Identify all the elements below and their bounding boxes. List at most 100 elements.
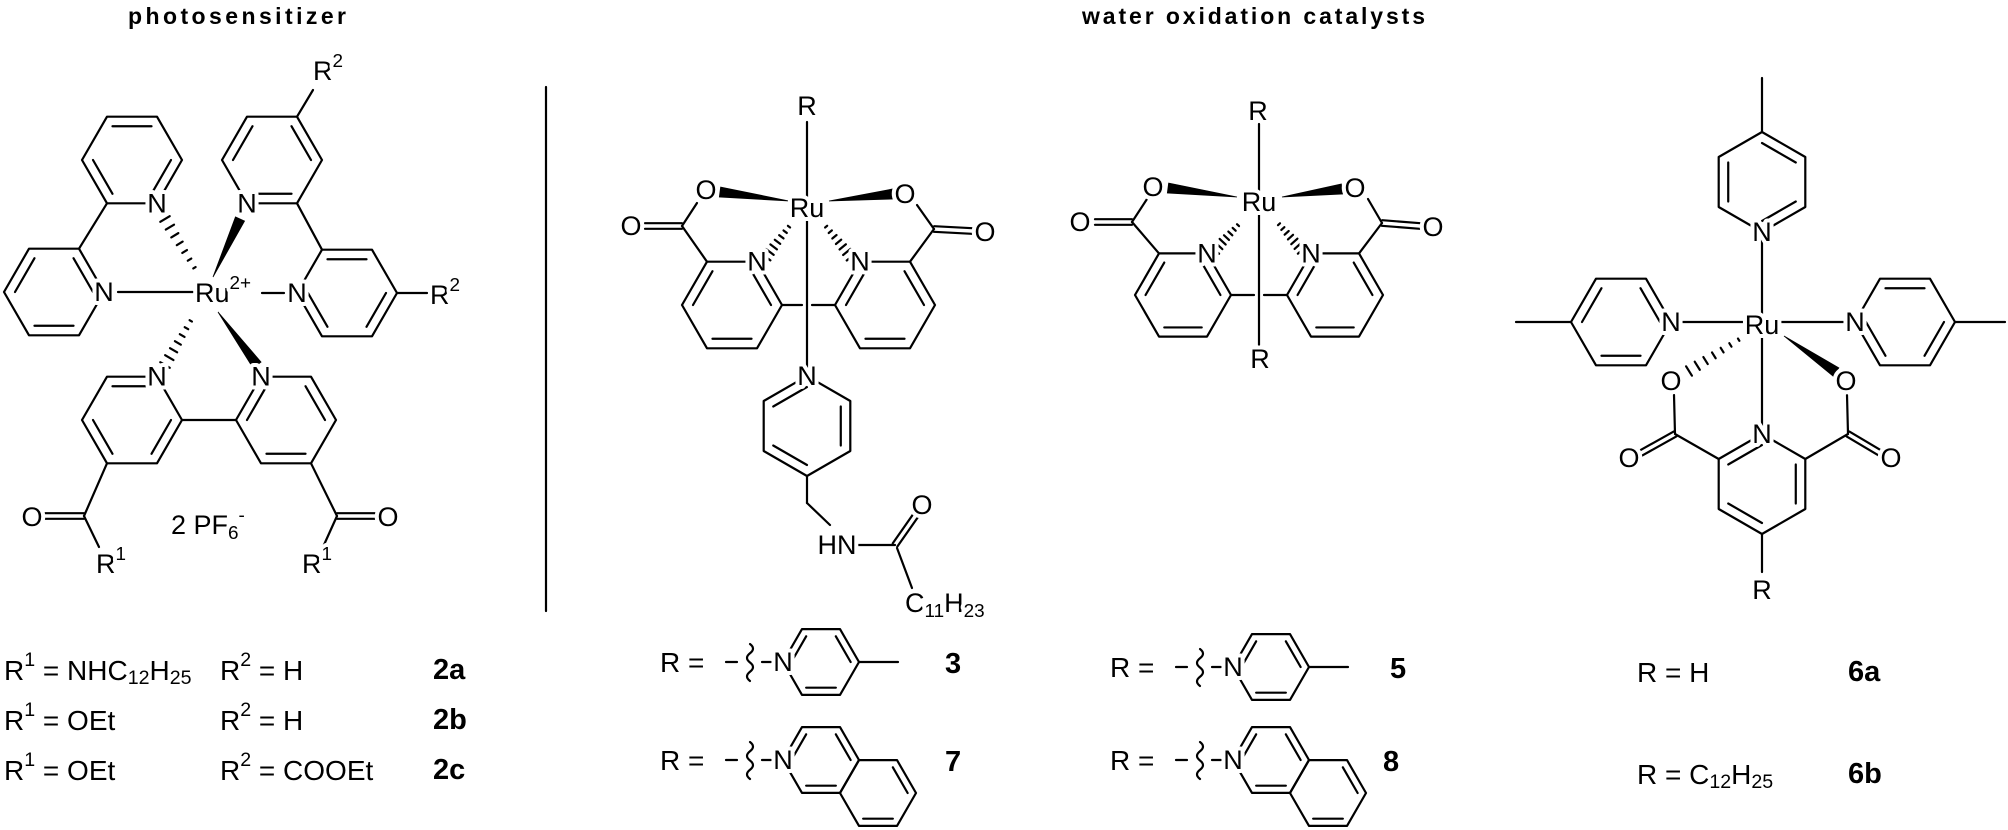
wedge-bond: [718, 186, 790, 202]
label-text: O: [974, 217, 995, 247]
ring-double-bond: [1864, 320, 1887, 357]
single-bond: [77, 202, 109, 250]
hashed-bond-stroke: [1214, 241, 1224, 251]
ring-double-bond: [365, 291, 388, 328]
superscript: -: [239, 505, 245, 526]
ring-double-bond: [231, 125, 254, 162]
hashed-bond-stroke: [1702, 355, 1709, 366]
hashed-bond-stroke: [1231, 226, 1237, 232]
carbonyl-double-bond: [1848, 430, 1883, 452]
nitrogen-label: N: [747, 247, 767, 277]
label-text: N: [237, 188, 257, 218]
hashed-bond-stroke: [1286, 233, 1295, 241]
counterion-label: 2 PF6-: [171, 505, 245, 544]
ring-double-bond: [1296, 261, 1318, 297]
ring-double-bond: [691, 270, 714, 307]
label-text: R: [430, 280, 450, 310]
ring-double-bond: [1352, 261, 1374, 297]
compound-number: 6b: [1848, 758, 1882, 790]
catalysts-heading: water oxidation catalysts: [1081, 3, 1425, 29]
wavy-attachment-bond: [1195, 647, 1205, 688]
superscript: 1: [24, 699, 35, 721]
single-bond: [295, 88, 315, 118]
nitrogen-label: N: [237, 188, 257, 218]
oxygen-label: O: [620, 211, 641, 241]
label-text: 2b: [433, 704, 467, 736]
label-text: N: [287, 278, 307, 308]
nitrogen-label: N: [773, 745, 793, 775]
subscript: 11: [925, 601, 945, 622]
ring-double-bond: [790, 635, 808, 664]
wavy-attachment-bond: [1195, 740, 1205, 781]
picoline-ring: [1853, 277, 1957, 367]
nitrogen-label: N: [1197, 238, 1217, 268]
ring-double-bond: [891, 766, 909, 795]
r-group-label: R: [1752, 575, 1772, 605]
bipyridine-ring: [295, 248, 399, 338]
amide-nh-label: HN: [818, 530, 857, 560]
r-equals-label: R =: [1110, 745, 1154, 776]
label-text: R: [4, 755, 24, 786]
superscript: 1: [322, 544, 333, 565]
hashed-bond-stroke: [164, 354, 175, 362]
label-text: = OEt: [35, 755, 115, 786]
carbonyl-double-bond: [1641, 435, 1678, 457]
label-text: R =: [660, 647, 704, 678]
label-text: N: [94, 277, 114, 307]
hashed-bond-stroke: [769, 243, 779, 251]
label-text: O: [695, 175, 716, 205]
label-text: O: [1344, 173, 1365, 203]
hashed-bond-stroke: [1222, 234, 1231, 242]
pyridine-carboxylate-ring: [1133, 252, 1233, 338]
hashed-bond-stroke: [192, 265, 197, 270]
label-text: O: [911, 490, 932, 520]
label-text: R: [1752, 575, 1772, 605]
label-text: N: [1197, 238, 1217, 268]
oxygen-label: O: [1835, 366, 1856, 396]
label-text: N: [251, 362, 271, 392]
label-text: O: [620, 211, 641, 241]
ring-double-bond: [1727, 502, 1764, 525]
label-text: N: [850, 247, 870, 277]
hashed-bond-stroke: [159, 215, 171, 223]
single-bond: [1130, 197, 1149, 224]
superscript: 2: [240, 649, 251, 671]
r1-label: R1: [96, 544, 126, 580]
r2-label: R2: [430, 275, 460, 311]
superscript: 2: [240, 699, 251, 721]
hashed-bond-stroke: [760, 252, 772, 262]
ruthenium-label: Ru: [790, 193, 825, 223]
single-bond: [295, 202, 324, 251]
label-text: O: [1422, 212, 1443, 242]
single-bond: [82, 514, 101, 549]
compound-number: 7: [945, 746, 961, 778]
subscript: 12: [128, 667, 150, 689]
r2-definition: R2 = H: [220, 649, 303, 686]
label-text: N: [1661, 307, 1681, 337]
ring-double-bond: [91, 158, 114, 195]
ring-double-bond: [834, 733, 852, 762]
label-text: 2c: [433, 754, 465, 786]
label-text: R: [96, 549, 116, 579]
label-text: N: [1752, 217, 1772, 247]
label-text: H: [944, 588, 964, 618]
hashed-bond-stroke: [188, 319, 194, 323]
pyridine-ring: [781, 627, 861, 697]
oxygen-label: O: [1880, 443, 1901, 473]
r1-definition: R1 = OEt: [4, 699, 116, 736]
label-text: O: [894, 179, 915, 209]
ring-double-bond: [245, 385, 268, 422]
wedge-bond: [212, 216, 246, 278]
ring-double-bond: [903, 270, 926, 307]
label-text: O: [1835, 366, 1856, 396]
nitrogen-label: N: [251, 362, 271, 392]
label-text: = NHC: [35, 655, 128, 686]
wedge-bond: [1783, 335, 1840, 377]
ring-double-bond: [772, 385, 809, 408]
label-text: 5: [1390, 653, 1406, 685]
hashed-bond-stroke: [1235, 223, 1241, 228]
superscript: 2: [333, 51, 344, 72]
bipyridine-ring: [80, 115, 184, 205]
photosensitizer-heading: photosensitizer: [128, 3, 346, 29]
